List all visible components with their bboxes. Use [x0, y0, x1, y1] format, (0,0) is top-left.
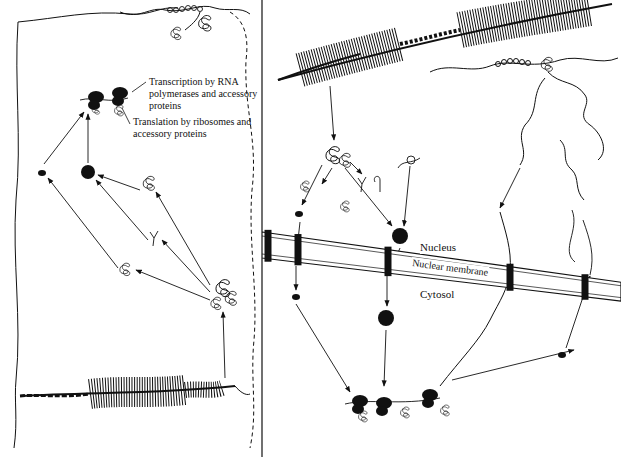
compartment-label: Cytosol [420, 288, 454, 301]
cell-outline [14, 8, 255, 448]
chromatin [278, 4, 612, 80]
nuclear-pore [582, 274, 589, 300]
panel-divider [261, 0, 262, 457]
molecule [295, 147, 420, 244]
transcription-site [430, 57, 618, 200]
molecule [292, 294, 566, 358]
nuclear-pore [385, 247, 392, 276]
compartment-label: Nucleus [420, 241, 456, 254]
membrane-outline [262, 232, 621, 301]
nuclear-pore [295, 234, 302, 265]
nuclear-pore [507, 264, 514, 291]
arrow [44, 112, 225, 378]
chromatin [20, 386, 250, 396]
mrna-strand [569, 210, 592, 275]
ribosome [345, 389, 449, 422]
molecule [38, 165, 236, 310]
arrow [298, 86, 520, 262]
nuclear-pore [265, 230, 272, 262]
transcription-site [120, 6, 250, 40]
process-label: Transcription by RNA polymerases and acc… [149, 76, 261, 112]
ribosome [80, 87, 128, 116]
process-label: Translation by ribosomes and accessory p… [133, 116, 257, 140]
